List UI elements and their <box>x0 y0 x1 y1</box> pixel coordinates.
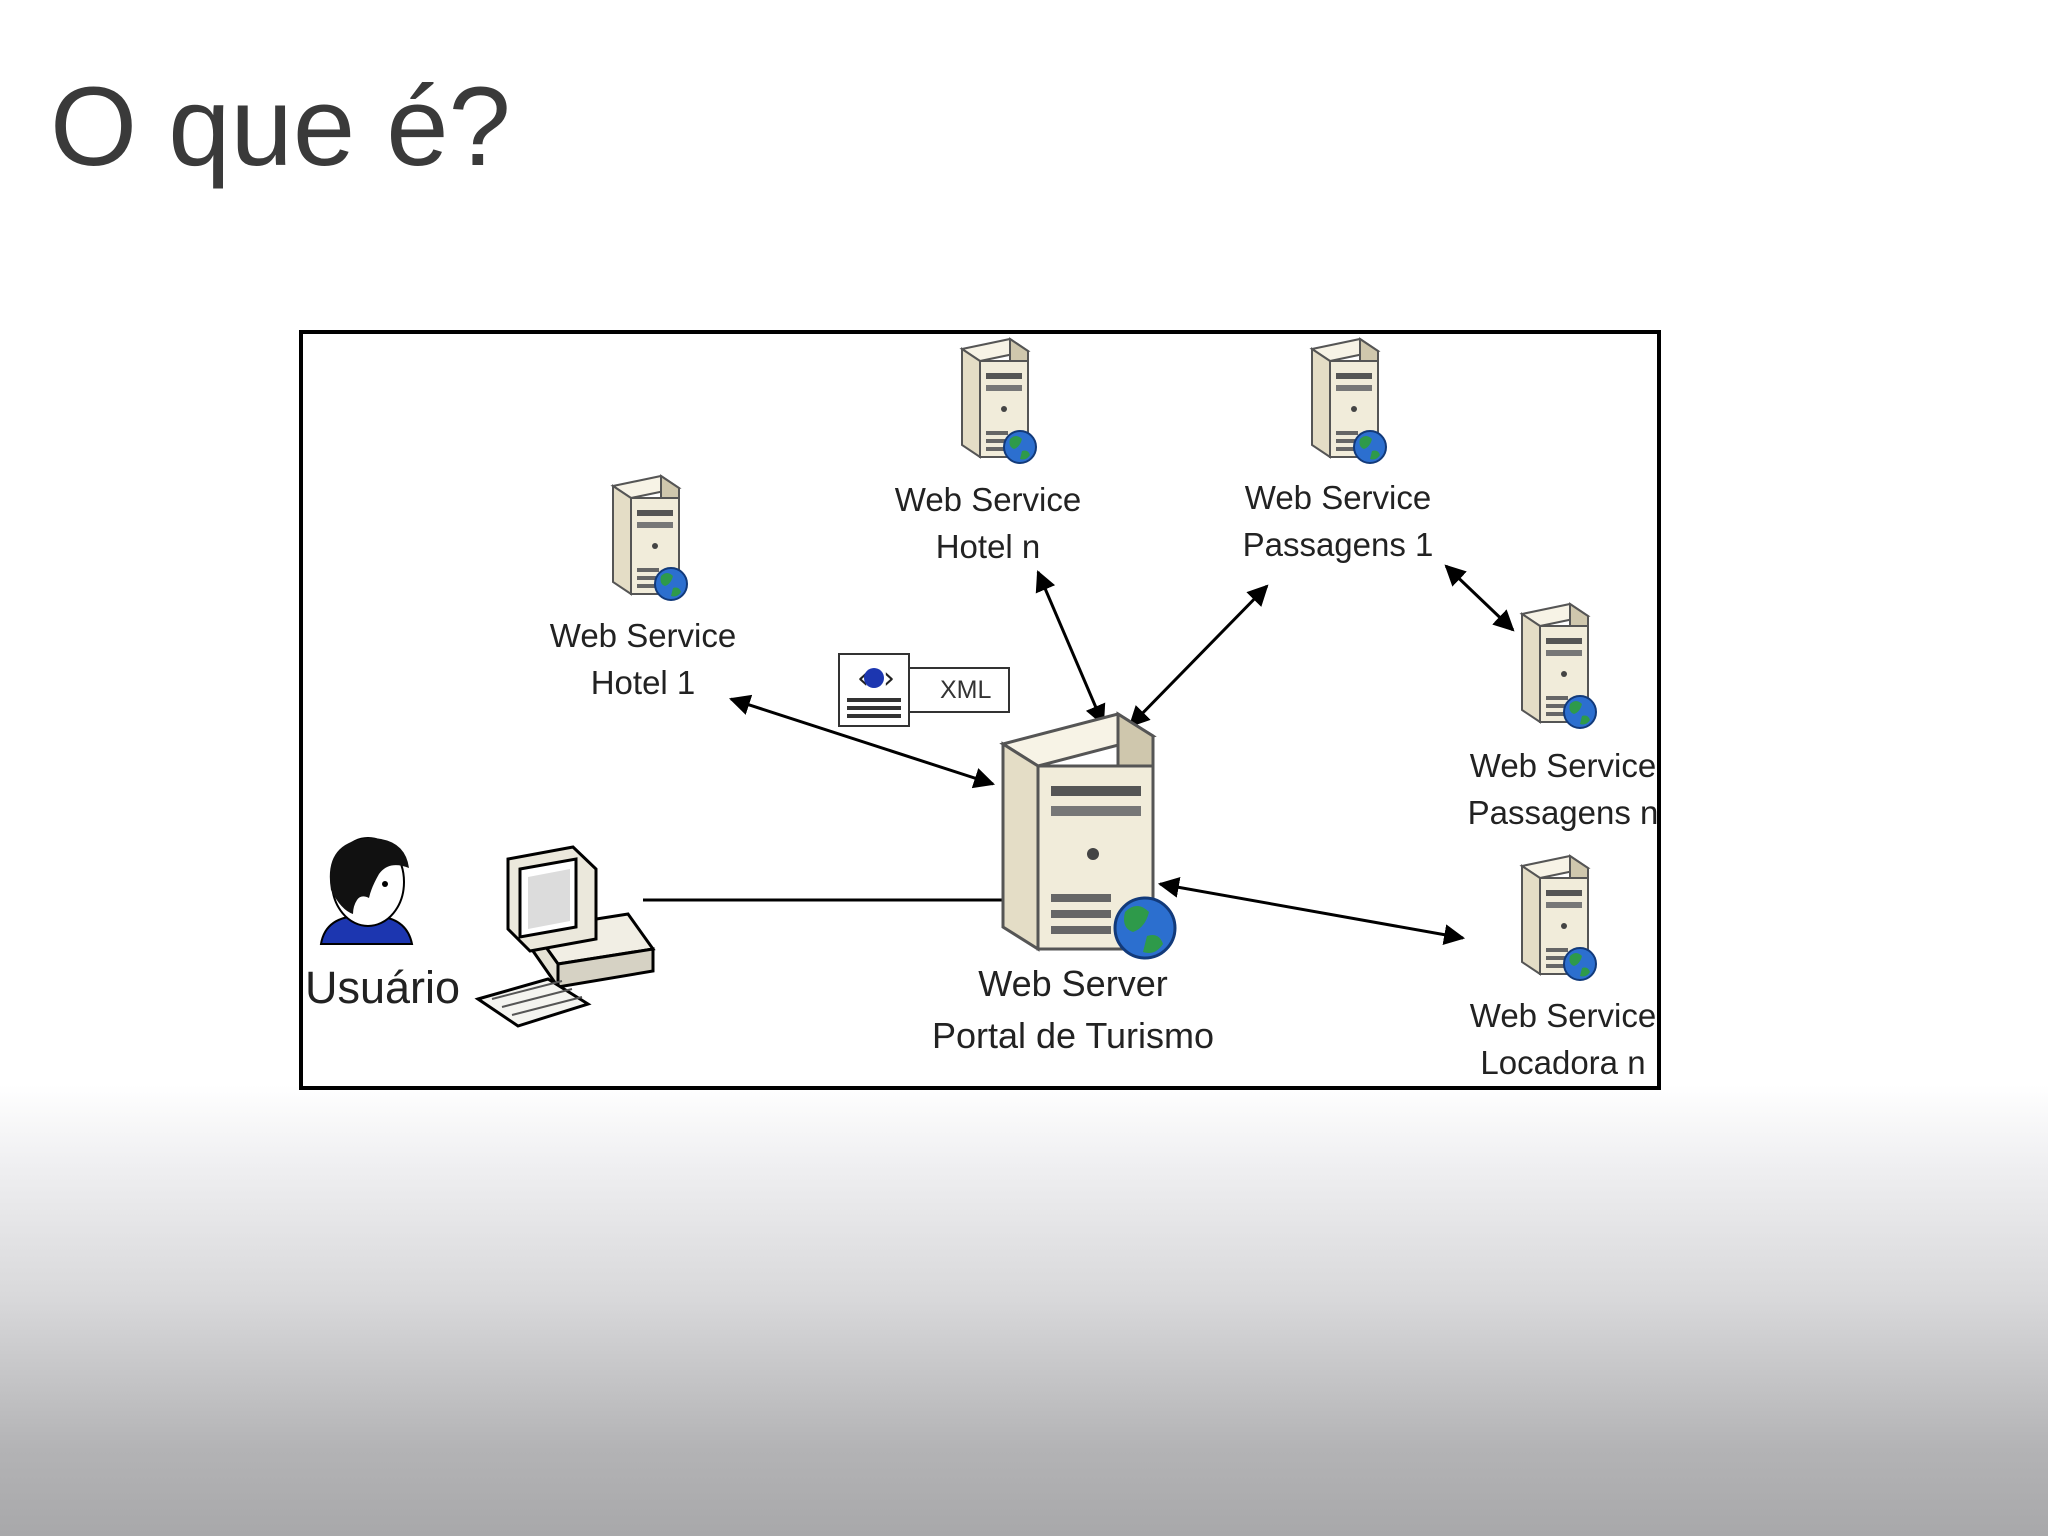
link-hotel-1 <box>729 694 995 789</box>
label-passagens-1: Web Service Passagens 1 <box>1242 479 1434 563</box>
xml-label: XML <box>940 676 992 704</box>
label-locadora-n: Web Service Locadora n <box>1469 997 1657 1081</box>
architecture-diagram: ‹ › Web Service <box>299 330 1661 1090</box>
link-passagens-1 <box>1128 584 1269 728</box>
server-passagens-n-icon <box>1521 603 1597 729</box>
svg-text:›: › <box>883 661 895 696</box>
label-web-server: Web Server Portal de Turismo <box>931 963 1215 1056</box>
link-passagens <box>1444 564 1515 632</box>
server-locadora-n-icon <box>1521 855 1597 981</box>
label-usuario: Usuário <box>305 962 461 1013</box>
link-hotel-n <box>1035 570 1106 726</box>
link-locadora-n <box>1157 876 1466 946</box>
xml-document-icon: ‹ › <box>838 653 1010 727</box>
svg-text:‹: ‹ <box>857 661 869 696</box>
server-hotel-n-icon <box>961 338 1037 464</box>
label-hotel-n: Web Service Hotel n <box>894 481 1082 565</box>
server-passagens-1-icon <box>1311 338 1387 464</box>
label-passagens-n: Web Service Passagens n <box>1467 747 1659 831</box>
server-hotel-1-icon <box>612 475 688 601</box>
user-avatar-icon <box>319 837 414 945</box>
web-server-icon <box>999 711 1177 960</box>
slide-title: O que é? <box>50 64 511 189</box>
desktop-computer-icon <box>474 845 656 1028</box>
label-hotel-1: Web Service Hotel 1 <box>549 617 737 701</box>
